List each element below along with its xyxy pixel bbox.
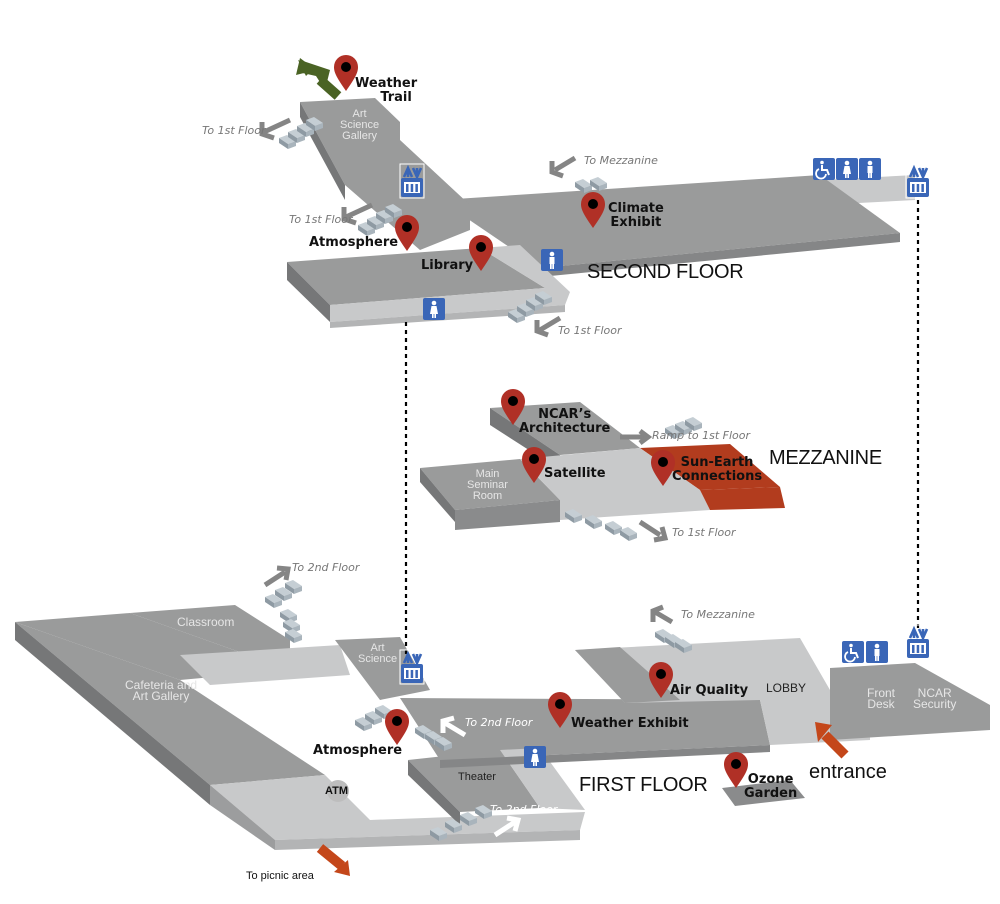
mens-restroom-icon [866, 641, 888, 663]
direction-arrows [259, 58, 849, 876]
location-pin-icon [385, 709, 409, 745]
stairs-label: To 1st Floor [558, 324, 622, 337]
floor-label-mezzanine: MEZZANINE [769, 447, 882, 469]
womens-restroom-icon [524, 746, 546, 768]
atm-label: ATM [325, 785, 349, 797]
entrance-label: entrance [809, 761, 887, 783]
accessible-restroom-icon [812, 157, 836, 181]
poi-library[interactable]: Library [421, 258, 474, 273]
womens-restroom-icon [423, 298, 445, 320]
poi-weather-exhibit[interactable]: Weather Exhibit [571, 716, 689, 731]
stairs-label: To 2nd Floor [490, 803, 558, 816]
elevator-icon [904, 162, 932, 200]
stairs-label: To 2nd Floor [465, 716, 533, 729]
picnic-area-label: To picnic area [246, 870, 314, 882]
poi-satellite[interactable]: Satellite [544, 466, 606, 481]
second-floor [287, 98, 915, 328]
stairs-label: To Mezzanine [681, 608, 755, 621]
accessible-restroom-icon [841, 640, 865, 664]
ramp-label: Ramp to 1st Floor [652, 429, 751, 442]
room-theater: Theater [458, 771, 496, 783]
stairs-label: To 2nd Floor [292, 561, 360, 574]
stairs-label: To Mezzanine [584, 154, 658, 167]
mens-restroom-icon [859, 158, 881, 180]
stairs-label: To 1st Floor [672, 526, 736, 539]
stairs-label: To 1st Floor [202, 124, 266, 137]
floor-label-second: SECOND FLOOR [587, 261, 744, 283]
stairs-label: To 1st Floor [289, 213, 353, 226]
womens-restroom-icon [836, 158, 858, 180]
room-lobby: LOBBY [766, 681, 807, 695]
atm-marker [327, 780, 349, 802]
poi-air-quality[interactable]: Air Quality [670, 683, 749, 698]
room-classroom: Classroom [177, 615, 235, 629]
poi-atmosphere-first[interactable]: Atmosphere [313, 743, 403, 758]
mens-restroom-icon [541, 249, 563, 271]
elevator-icon [904, 623, 932, 661]
floor-label-first: FIRST FLOOR [579, 774, 708, 796]
first-floor [15, 605, 990, 850]
poi-atmosphere-second[interactable]: Atmosphere [309, 235, 399, 250]
